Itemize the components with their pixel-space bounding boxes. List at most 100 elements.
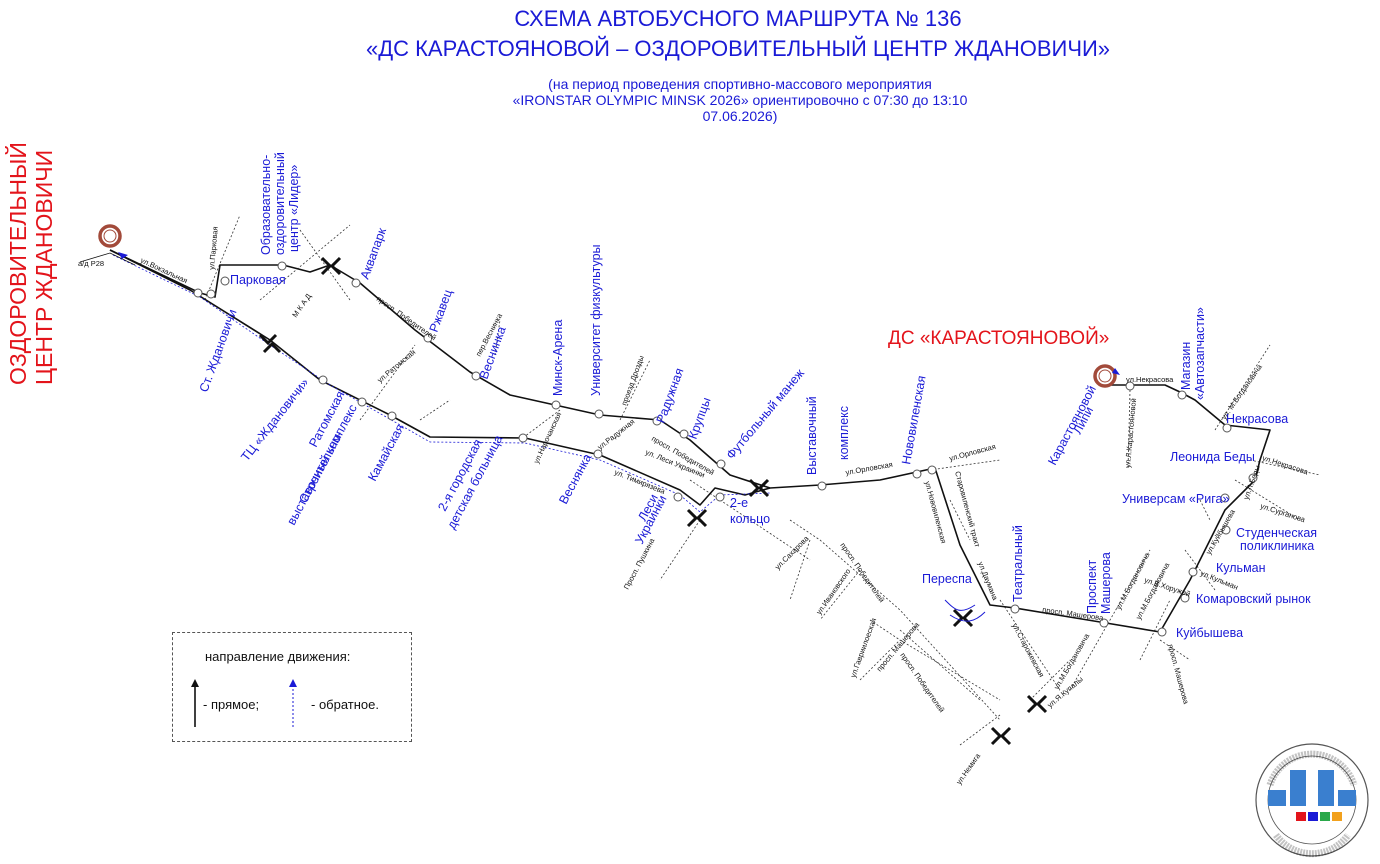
street-label: ул.Сурганова xyxy=(1259,501,1307,524)
river-lines xyxy=(944,599,986,622)
stop-magazin-line2: «Автозапчасти» xyxy=(1193,307,1207,400)
stop-markers xyxy=(193,261,1258,637)
stop-marker xyxy=(277,261,287,271)
street-label: ул.Нововиленская xyxy=(923,480,948,544)
street-label: ул.Сахарова xyxy=(773,533,811,571)
stop-tc-zhdanovichi: ТЦ «Ждановичи» xyxy=(238,376,311,464)
stop-marker xyxy=(1222,423,1232,433)
street-label: ул.Нарочанская xyxy=(532,411,564,465)
stop-marker xyxy=(1180,593,1190,603)
stop-marker xyxy=(357,397,367,407)
stop-marker xyxy=(471,371,481,381)
title-line1: СХЕМА АВТОБУСНОГО МАРШРУТА № 136 xyxy=(514,6,962,31)
stop-lider-line1: Образовательно- xyxy=(259,155,273,255)
stop-prospect-line2: Машерова xyxy=(1099,552,1113,614)
stop-marker xyxy=(206,289,216,299)
building-icon xyxy=(1290,770,1306,806)
stop-vesnyanka: Веснянка xyxy=(556,451,594,506)
stop-kamayskaya: Камайская xyxy=(365,422,407,484)
street-label: просп. Машерова xyxy=(1166,643,1191,706)
legend-arrows xyxy=(191,679,297,727)
stop-marker xyxy=(1157,627,1167,637)
stop-university: Университет физкультуры xyxy=(589,244,603,396)
metro-icon xyxy=(1332,812,1342,821)
legend-backward-label: - обратное. xyxy=(311,697,379,712)
stop-leonida-bedy: Леонида Беды xyxy=(1170,450,1255,464)
terminus-left xyxy=(98,224,128,259)
stop-marker xyxy=(1188,567,1198,577)
legend-forward-label: - прямое; xyxy=(203,697,260,712)
forward-arrow-icon xyxy=(191,679,199,727)
interchange-icon xyxy=(952,608,974,628)
stop-marker xyxy=(817,481,827,491)
stop-marker xyxy=(1221,525,1231,535)
stop-peresa: Переспа xyxy=(922,572,972,586)
legend-title: направление движения: xyxy=(205,649,351,664)
stop-marker xyxy=(652,416,662,426)
stop-prospect-line1: Проспект xyxy=(1085,560,1099,614)
subtitle-line1: (на период проведения спортивно-массовог… xyxy=(548,76,932,92)
stop-marker xyxy=(716,459,726,469)
trolleybus-icon xyxy=(1308,812,1318,821)
stop-marker xyxy=(1248,473,1258,483)
transport-logo xyxy=(1255,743,1369,858)
stop-marker xyxy=(927,465,937,475)
stop-kulman: Кульман xyxy=(1216,561,1266,575)
stop-raduzhnaya: Радужная xyxy=(654,366,687,425)
subtitle-line2: «IRONSTAR OLYMPIC MINSK 2026» ориентиров… xyxy=(512,92,968,108)
stop-marker xyxy=(715,492,725,502)
street-label: ул.Орловская xyxy=(845,460,894,477)
stop-studencheskaya-line1: Студенческая xyxy=(1236,526,1317,540)
interchange-icon xyxy=(1026,694,1048,714)
street-label: ул.Ратомская xyxy=(376,347,418,384)
stop-krupcy: Крупцы xyxy=(686,396,714,441)
stop-marker xyxy=(679,429,689,439)
backward-route-line xyxy=(112,254,771,513)
interchange-icon xyxy=(320,256,342,276)
stop-marker xyxy=(220,276,230,286)
street-label: проезд Дрозды xyxy=(619,354,645,406)
stop-marker xyxy=(593,449,603,459)
street-label: ул.Гавриилоеская xyxy=(848,617,878,679)
stop-marker xyxy=(518,433,528,443)
side-streets xyxy=(204,214,1321,746)
stop-vystavochny-line2: комплекс xyxy=(837,406,851,460)
stop-koltso-line1: 2-е xyxy=(730,496,748,510)
street-label: а/д Р28 xyxy=(78,259,104,268)
interchange-markers xyxy=(258,256,1048,746)
title-line2: «ДС КАРАСТОЯНОВОЙ – ОЗДОРОВИТЕЛЬНЫЙ ЦЕНТ… xyxy=(365,36,1111,61)
terminus-right xyxy=(1093,364,1120,388)
stop-marker xyxy=(1177,390,1187,400)
bus-icon xyxy=(1296,812,1306,821)
street-label: ул.Некрасова xyxy=(1126,375,1174,384)
subtitle-line3: 07.06.2026) xyxy=(702,108,778,124)
interchange-icon xyxy=(748,478,770,498)
stop-marker xyxy=(594,409,604,419)
stop-lipi-line2: Карастояновой xyxy=(1045,383,1099,467)
interchange-icon xyxy=(686,508,708,528)
street-label: ул.Парковая xyxy=(207,226,220,270)
street-label: ул.Вокзальная xyxy=(139,256,189,286)
stop-marker xyxy=(1220,493,1230,503)
stop-futbolny: Футбольный манеж xyxy=(724,366,808,462)
building-icon xyxy=(1318,770,1334,806)
terminus-left-label-2: ЦЕНТР ЖДАНОВИЧИ xyxy=(31,150,57,385)
interchange-icon xyxy=(258,333,282,354)
stop-marker xyxy=(673,492,683,502)
stop-novovilenskaya: Нововиленская xyxy=(899,375,928,466)
street-label: ул.Даумана xyxy=(976,560,1000,602)
stop-rzhavets: Ржавец xyxy=(427,288,455,334)
street-label: ул.Некрасова xyxy=(1261,453,1310,476)
stop-akvapark: Аквапарк xyxy=(358,226,390,281)
pedestrian-path xyxy=(79,252,136,266)
street-label: ул.Куйбышева xyxy=(1204,507,1237,556)
stop-vystavochny-line1: Выставочный xyxy=(805,396,819,475)
street-label: ул.Орловская xyxy=(948,442,996,463)
stop-marker xyxy=(318,375,328,385)
stop-kuybysheva: Куйбышева xyxy=(1176,626,1243,640)
stop-marker xyxy=(1099,618,1109,628)
stop-st-zhdanovichi: Ст. Ждановичи xyxy=(197,307,240,394)
street-label: просп. Победителей xyxy=(898,651,946,714)
stop-marker xyxy=(1010,604,1020,614)
street-label: ул.Старожевская xyxy=(1010,622,1046,679)
